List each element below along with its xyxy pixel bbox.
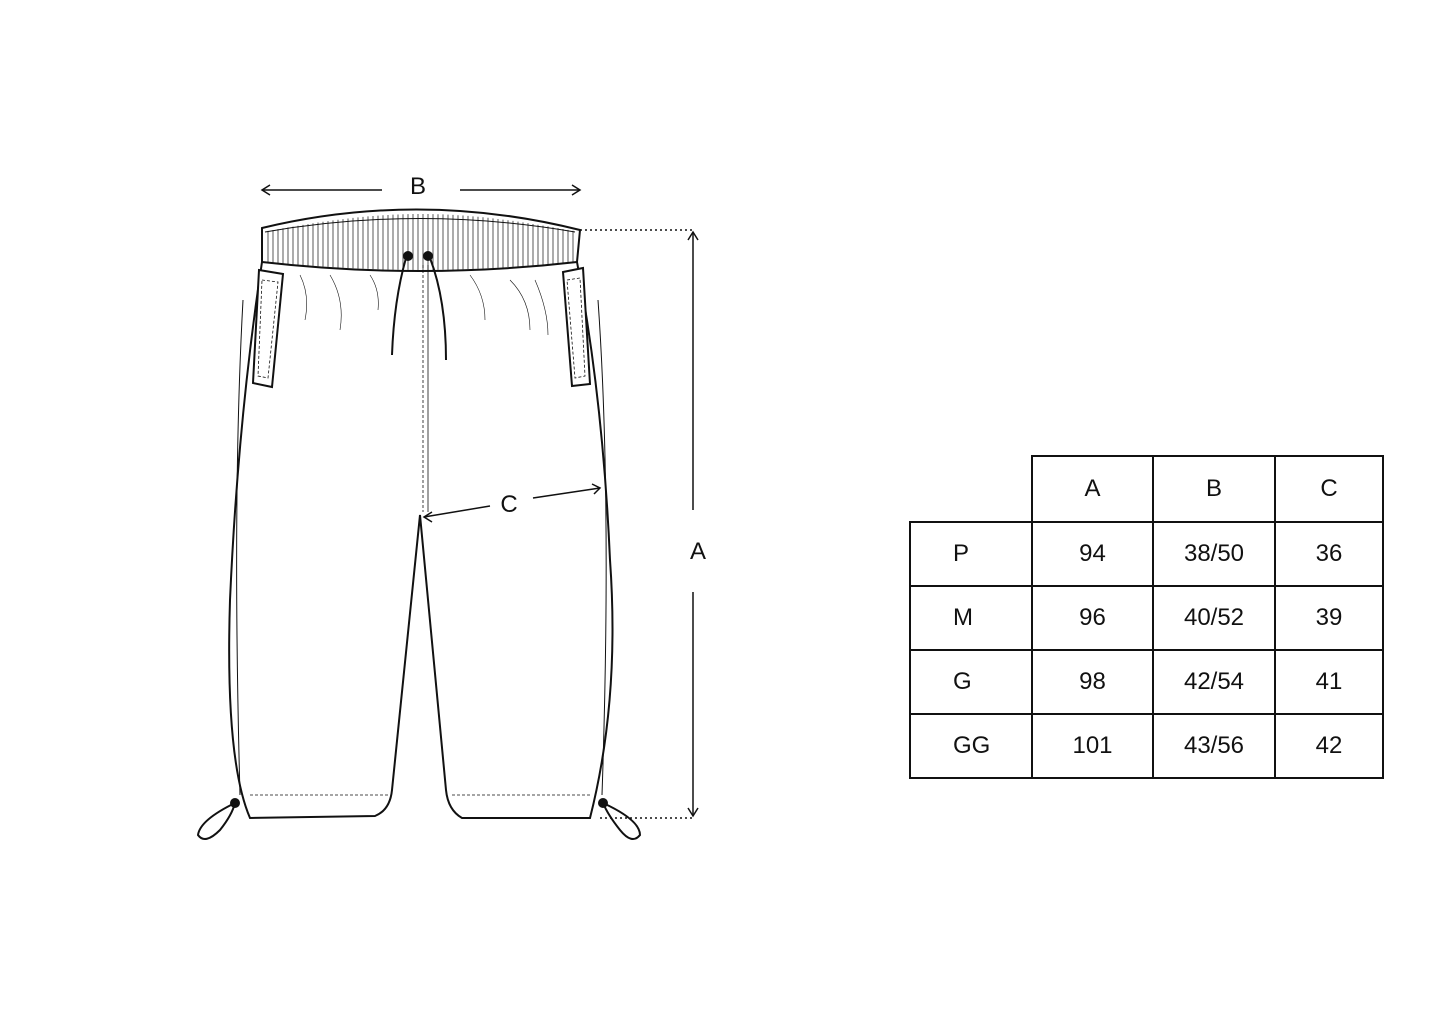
value-b: 43/56	[1152, 713, 1276, 779]
dimension-label-a: A	[689, 538, 707, 565]
size-cell: P	[909, 521, 1033, 587]
value-c: 36	[1274, 521, 1384, 587]
waistband	[261, 208, 582, 272]
value-b: 38/50	[1152, 521, 1276, 587]
value-c: 41	[1274, 649, 1384, 715]
table-header-row: A B C	[910, 455, 1384, 523]
size-cell: M	[909, 585, 1033, 651]
header-cell-c: C	[1274, 455, 1384, 523]
table-row: GG 101 43/56 42	[909, 713, 1384, 779]
size-cell: G	[909, 649, 1033, 715]
size-table: A B C P 94 38/50 36 M 96 40/52 39 G 98 4…	[909, 455, 1384, 779]
table-row: G 98 42/54 41	[909, 649, 1384, 715]
size-cell: GG	[909, 713, 1033, 779]
dimension-label-c: C	[500, 491, 518, 518]
header-cell-empty	[910, 456, 1033, 523]
value-a: 98	[1031, 649, 1154, 715]
table-row: M 96 40/52 39	[909, 585, 1384, 651]
value-b: 40/52	[1152, 585, 1276, 651]
dimension-a-arrow	[580, 229, 699, 819]
table-row: P 94 38/50 36	[909, 521, 1384, 587]
header-cell-b: B	[1152, 455, 1276, 523]
drawstring	[391, 251, 447, 361]
dimension-b-arrow	[260, 184, 582, 196]
value-a: 94	[1031, 521, 1154, 587]
pants-body	[228, 261, 614, 820]
value-a: 96	[1031, 585, 1154, 651]
dimension-label-b: B	[409, 173, 427, 200]
value-c: 39	[1274, 585, 1384, 651]
value-c: 42	[1274, 713, 1384, 779]
value-a: 101	[1031, 713, 1154, 779]
dimension-c-arrow	[422, 483, 602, 523]
value-b: 42/54	[1152, 649, 1276, 715]
hem-toggles	[196, 798, 642, 840]
header-cell-a: A	[1031, 455, 1154, 523]
